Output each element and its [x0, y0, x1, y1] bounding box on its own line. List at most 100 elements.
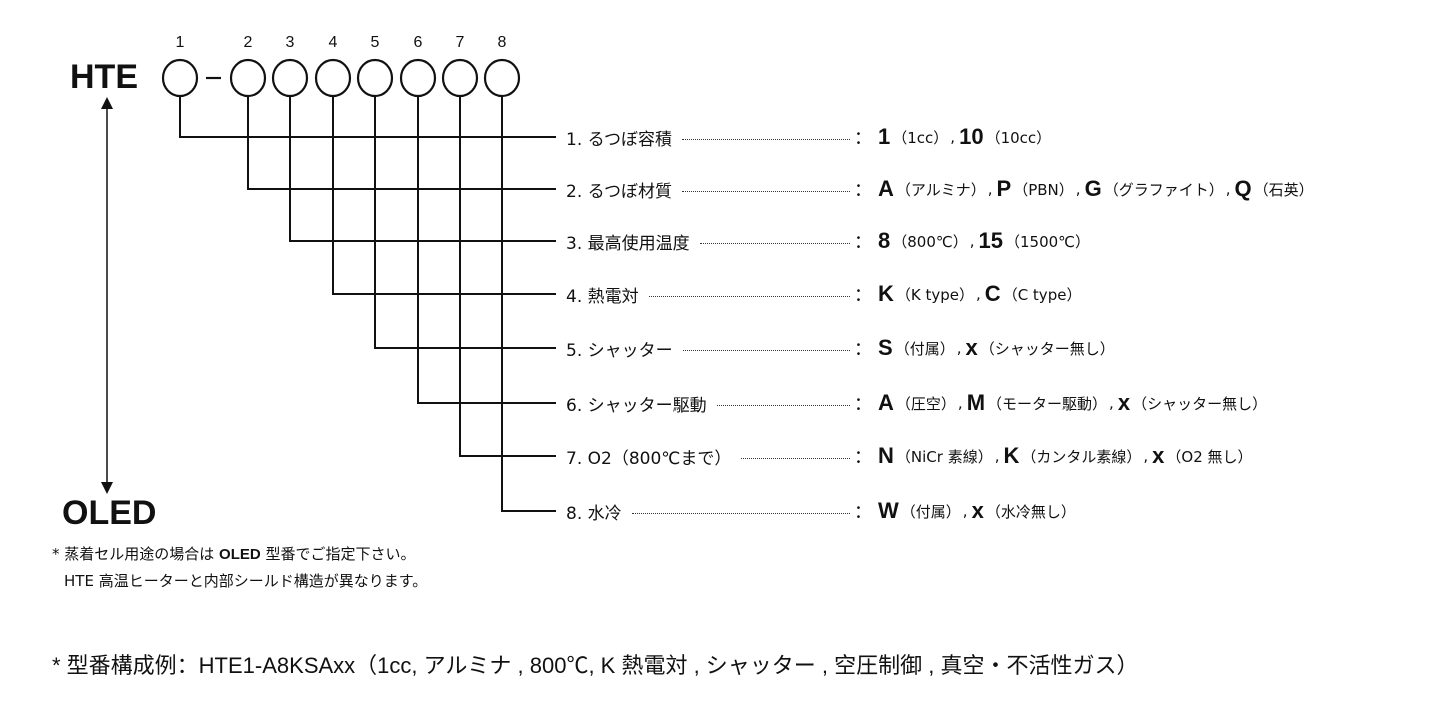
option-values: ：N（NiCr 素線）,K（カンタル素線）,x（O2 無し）: [854, 443, 1255, 469]
option-label: 4. 熱電対: [566, 286, 639, 307]
dotted-leader: [741, 457, 850, 459]
note-line-1: * 蒸着セル用途の場合は OLED 型番でご指定下さい。: [52, 543, 416, 564]
option-desc: （水冷無し）: [985, 502, 1076, 521]
separator: ,: [950, 128, 956, 146]
option-code: S: [878, 335, 893, 360]
dotted-leader: [681, 138, 850, 140]
option-values: ：K（K type）,C（C type）: [854, 281, 1083, 307]
option-desc: （グラファイト）: [1103, 180, 1224, 199]
option-values: ： 8（800℃）,15（1500℃）: [854, 228, 1092, 254]
option-code: N: [878, 443, 894, 468]
dotted-leader: [699, 242, 850, 244]
code-position-circle: [271, 58, 309, 98]
option-desc: （圧空）: [895, 394, 956, 413]
code-position-circle: [314, 58, 352, 98]
option-label: 8. 水冷: [566, 503, 622, 524]
note-oled: OLED: [219, 546, 261, 563]
separator: ,: [1109, 394, 1114, 412]
note-text: * 蒸着セル用途の場合は: [52, 545, 220, 563]
option-desc: （800℃）: [892, 232, 968, 251]
option-code: K: [1003, 443, 1020, 468]
separator: ,: [957, 394, 963, 412]
dotted-leader: [682, 349, 850, 351]
option-code: x: [1152, 443, 1165, 468]
option-row-label: 2. るつぼ材質: [566, 176, 856, 202]
note-text: 型番でご指定下さい。: [260, 545, 416, 563]
option-code: 10: [959, 124, 984, 149]
option-row-label: 3. 最高使用温度: [566, 228, 856, 254]
option-code: x: [971, 498, 984, 523]
option-code: x: [1117, 390, 1131, 415]
dotted-leader: [631, 512, 850, 514]
separator: ,: [956, 339, 962, 357]
option-code: 8: [878, 228, 891, 253]
option-code: 15: [978, 228, 1003, 253]
dotted-leader: [648, 295, 850, 297]
connector-line: [459, 96, 556, 457]
colon: ：: [854, 394, 872, 415]
option-label: 2. るつぼ材質: [566, 181, 672, 202]
connector-line: [289, 96, 556, 242]
code-position-circle: [483, 58, 521, 98]
code-position-circle: [356, 58, 394, 98]
option-label: 5. シャッター: [566, 340, 673, 361]
option-desc: （K type）: [895, 285, 975, 304]
colon: ：: [854, 502, 872, 523]
code-position-circle: [399, 58, 437, 98]
option-values: ：A（アルミナ）,P（PBN）,G（グラファイト）,Q（石英）: [854, 176, 1316, 202]
colon: ：: [854, 180, 872, 201]
colon: ：: [854, 285, 872, 306]
option-code: x: [965, 335, 978, 360]
option-desc: （アルミナ）: [895, 180, 986, 199]
colon: ：: [854, 232, 872, 253]
code-position-circle: [441, 58, 479, 98]
option-desc: （付属）: [900, 502, 961, 521]
option-label: 6. シャッター駆動: [566, 395, 707, 416]
option-label: 3. 最高使用温度: [566, 233, 690, 254]
option-desc: （石英）: [1253, 180, 1314, 199]
separator: ,: [1143, 447, 1149, 465]
position-number: 4: [328, 34, 338, 51]
separator: ,: [969, 232, 975, 250]
option-values: ：1（1cc）,10（10cc）: [854, 124, 1053, 150]
option-desc: （モーター駆動）: [987, 394, 1108, 413]
option-desc: （シャッター無し）: [979, 339, 1115, 358]
option-code: W: [878, 498, 899, 523]
option-label: 1. るつぼ容積: [566, 129, 672, 150]
connector-line: [179, 96, 556, 138]
separator: ,: [962, 502, 968, 520]
colon: ：: [854, 447, 872, 468]
option-desc: （NiCr 素線）: [895, 447, 993, 466]
option-row-label: 4. 熱電対: [566, 281, 856, 307]
option-code: G: [1084, 176, 1102, 201]
connector-line: [501, 96, 556, 512]
option-row-label: 8. 水冷: [566, 498, 856, 524]
option-row-label: 5. シャッター: [566, 335, 856, 361]
option-desc: （カンタル素線）: [1021, 447, 1142, 466]
dotted-leader: [716, 404, 850, 406]
option-desc: （1500℃）: [1005, 232, 1091, 251]
position-number: 5: [370, 34, 380, 51]
position-number: 3: [285, 34, 295, 51]
option-desc: （1cc）: [892, 128, 949, 147]
option-code: 1: [878, 124, 891, 149]
model-prefix-oled: OLED: [62, 494, 157, 532]
option-desc: （シャッター無し）: [1132, 394, 1268, 413]
separator: ,: [994, 447, 1000, 465]
option-code: M: [966, 390, 986, 415]
option-desc: （PBN）: [1013, 180, 1074, 199]
note-line-2: HTE 高温ヒーターと内部シールド構造が異なります。: [64, 572, 428, 590]
option-values: ：S（付属）,x（シャッター無し）: [854, 335, 1117, 361]
connector-line: [332, 96, 556, 295]
option-code: K: [878, 281, 894, 306]
connector-line: [247, 96, 556, 190]
option-row-label: 7. O2（800℃まで）: [566, 443, 856, 469]
separator: ,: [976, 285, 981, 303]
colon: ：: [854, 339, 872, 360]
position-number: 7: [455, 34, 465, 51]
option-code: P: [996, 176, 1012, 201]
position-number: 6: [413, 34, 423, 51]
option-values: ： W（付属）,x（水冷無し）: [854, 498, 1078, 524]
code-position-circle: [161, 58, 199, 98]
